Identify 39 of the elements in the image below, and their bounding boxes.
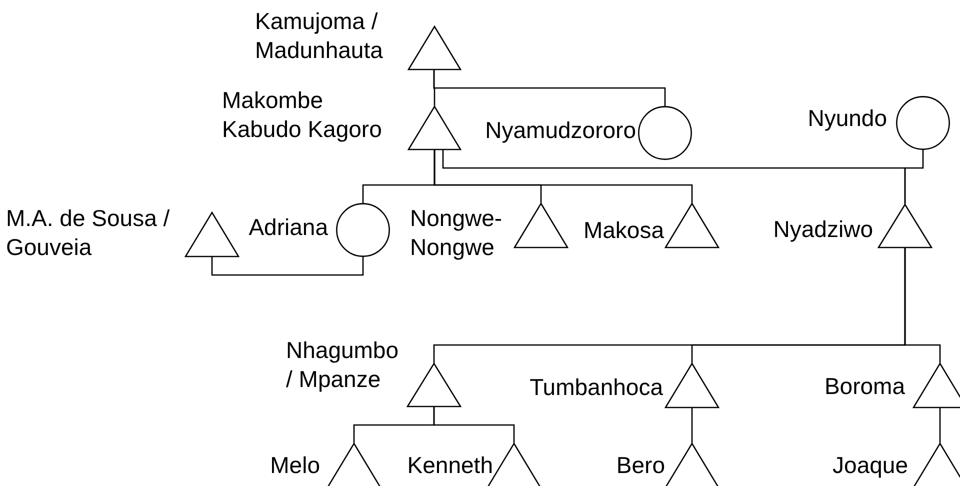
male-triangle-symbol xyxy=(327,443,381,486)
person-name: M.A. de Sousa / Gouveia xyxy=(6,204,171,262)
male-triangle-symbol xyxy=(665,443,719,486)
connector-line xyxy=(904,150,924,204)
person-name: Makosa xyxy=(582,216,664,245)
connector-line xyxy=(691,408,693,443)
connector-line xyxy=(939,408,941,443)
female-circle-symbol xyxy=(638,106,692,160)
male-triangle-symbol xyxy=(665,363,719,408)
female-circle-symbol xyxy=(896,96,950,150)
person-name: Nyamudzororo xyxy=(484,116,636,145)
person-name: Tumbanhoca xyxy=(528,373,663,402)
connector-line xyxy=(433,70,666,106)
male-triangle-symbol xyxy=(878,204,932,248)
person-name: Makombe Kabudo Kagoro xyxy=(222,86,383,144)
person-name: Boroma xyxy=(823,372,905,401)
person-name: Kenneth xyxy=(406,451,493,480)
female-circle-symbol xyxy=(336,203,390,257)
male-triangle-symbol xyxy=(514,203,568,248)
male-triangle-symbol xyxy=(913,363,960,408)
person-name: Nhagumbo / Mpanze xyxy=(286,336,400,394)
person-name: Bero xyxy=(615,451,665,480)
male-triangle-symbol xyxy=(913,443,960,486)
person-name: Nyadziwo xyxy=(772,215,873,244)
person-name: Adriana xyxy=(248,213,328,242)
connector-line xyxy=(434,150,693,203)
person-name: Nyundo xyxy=(806,104,887,133)
person-name: Nongwe-Nongwe xyxy=(410,204,504,262)
connector-line xyxy=(433,407,515,443)
person-name: Melo xyxy=(269,451,320,480)
person-name: Kamujoma / Madunhauta xyxy=(255,7,384,65)
person-name: Joaque xyxy=(832,451,908,480)
male-triangle-symbol xyxy=(665,203,719,248)
male-triangle-symbol xyxy=(408,26,461,70)
male-triangle-symbol xyxy=(185,212,239,257)
male-triangle-symbol xyxy=(408,106,461,150)
male-triangle-symbol xyxy=(407,363,461,407)
connector-line xyxy=(211,257,364,276)
connector-line xyxy=(904,248,941,363)
